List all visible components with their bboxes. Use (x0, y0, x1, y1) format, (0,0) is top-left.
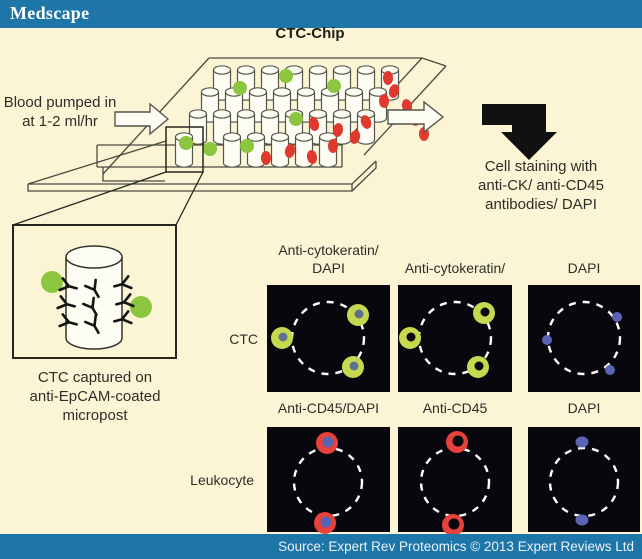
inflow-arrow-icon (114, 102, 170, 136)
panel-col-label-dapi-bottom: DAPI (567, 400, 601, 416)
cell-nucleus (452, 435, 464, 447)
panel-col-label-anticd45: Anti-CD45 (422, 400, 488, 416)
red-cell (379, 94, 389, 108)
ctc-cell (279, 69, 293, 83)
antibody-icon (58, 313, 78, 328)
dapi-nucleus (612, 312, 622, 322)
panel-ctc-dapi (528, 285, 640, 392)
panel-col-label-anticytokeratin: Anti-cytokeratin/ (404, 260, 506, 276)
red-cell (349, 130, 361, 144)
panel-col-label-anticytokeratin-dapi: Anti-cytokeratin/ DAPI (278, 242, 379, 276)
medscape-logo: Medscape (10, 3, 90, 23)
red-cell (308, 117, 320, 131)
red-cell (383, 71, 393, 85)
antibody-icon (84, 314, 100, 335)
cell-nucleus (322, 436, 334, 448)
panel-leukocyte-anticd45-dapi (267, 427, 390, 534)
bottom-bar (0, 534, 642, 559)
red-cell (388, 84, 400, 98)
micropost (222, 132, 242, 168)
dapi-nucleus (605, 365, 615, 375)
source-credit: Source: Expert Rev Proteomics © 2013 Exp… (278, 539, 634, 554)
micropost (270, 132, 290, 168)
antibody-icon (56, 295, 76, 310)
micropost-outline-dashed (548, 446, 620, 518)
dapi-nucleus (542, 335, 552, 345)
ctc-cell (203, 142, 217, 156)
blood-input-label: Blood pumped in at 1-2 ml/hr (3, 94, 117, 130)
figure-title: CTC-Chip (275, 25, 345, 42)
ctc-cell (240, 139, 254, 153)
ctc-cell (233, 81, 247, 95)
ctc-cell (179, 136, 193, 150)
red-cell (332, 123, 344, 137)
callout-line-left (12, 171, 167, 226)
antibody-icon (84, 278, 100, 299)
ctc-cell (289, 112, 303, 126)
cell-nucleus (320, 516, 332, 528)
staining-step-label: Cell staining with anti-CK/ anti-CD45 an… (478, 158, 604, 213)
top-bar (0, 0, 642, 28)
callout-line-right (175, 171, 204, 226)
panel-leukocyte-dapi (528, 427, 640, 532)
panel-row-label-ctc: CTC (229, 331, 258, 347)
cell-nucleus (448, 518, 460, 530)
panel-ctc-anticytokeratin-dapi (267, 285, 390, 392)
red-cell (261, 151, 271, 165)
red-cell (284, 144, 296, 158)
panel-ctc-anticytokeratin (398, 285, 512, 392)
ctc-captured-label: CTC captured on anti-EpCAM-coated microp… (29, 369, 161, 424)
panel-row-label-leukocyte: Leukocyte (190, 472, 254, 488)
cell-nucleus (406, 332, 416, 342)
antibody-icon (113, 310, 133, 325)
red-cell (360, 115, 372, 129)
antibody-icon (113, 275, 133, 290)
panel-col-label-dapi-top: DAPI (567, 260, 601, 276)
magnifier-callout-box (165, 126, 204, 173)
red-cell (306, 150, 318, 164)
fluorescence-panels (267, 285, 640, 536)
dapi-nucleus (575, 436, 589, 448)
cell-nucleus (480, 307, 490, 317)
antibody-icon (115, 293, 135, 308)
antibody-icon (58, 277, 78, 292)
cell-nucleus (474, 361, 484, 371)
panel-col-label-anticd45-dapi: Anti-CD45/DAPI (277, 400, 380, 416)
ctc-cell (41, 271, 63, 293)
antibody-icons (56, 275, 135, 335)
inset-box (12, 224, 177, 359)
staining-arrow-icon (482, 104, 557, 160)
cell-nucleus (278, 332, 288, 342)
ctc-cell (130, 296, 152, 318)
dapi-nucleus (575, 514, 589, 526)
panel-leukocyte-anticd45 (398, 427, 512, 536)
outflow-arrow-icon (387, 100, 445, 134)
chip-cells (179, 69, 429, 165)
ctc-cell (327, 79, 341, 93)
red-cell (328, 139, 338, 153)
antibody-icon (82, 296, 98, 317)
cell-nucleus (349, 361, 359, 371)
cell-nucleus (354, 309, 364, 319)
